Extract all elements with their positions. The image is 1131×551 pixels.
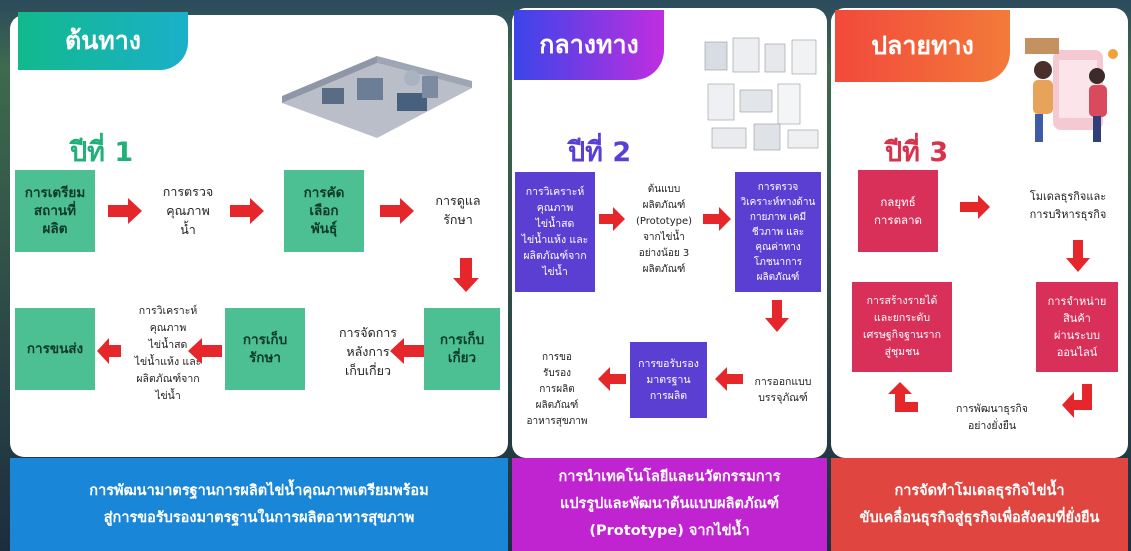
- flow-arrow-down: [1066, 240, 1090, 272]
- flow-arrow-right: [230, 198, 264, 224]
- flow-arrow-right: [960, 195, 990, 219]
- shopping-illustration: [1015, 30, 1125, 148]
- step-box: การวิเคราะห์ คุณภาพ ไข่น้ำสด ไข่น้ำแห้ง …: [515, 172, 595, 292]
- flow-arrow-left: [97, 338, 121, 364]
- flow-arrow-right: [599, 207, 625, 231]
- summary-line-2: ขับเคลื่อนธุรกิจสู่ธุรกิจเพื่อสังคมที่ยั…: [859, 509, 1100, 526]
- step-text: การออกแบบ บรรจุภัณฑ์: [754, 376, 812, 404]
- summary-bar-end: การจัดทำโมเดลธุรกิจไข่น้ำ ขับเคลื่อนธุรก…: [831, 458, 1128, 551]
- summary-line-1: การจัดทำโมเดลธุรกิจไข่น้ำ: [894, 482, 1065, 499]
- year-label: ปีที่ 2: [568, 137, 632, 168]
- summary-line-3: (Prototype) จากไข่น้ำ: [589, 523, 750, 539]
- step-box: การเตรียม สถานที่ ผลิต: [15, 170, 95, 252]
- step-box: การจำหน่าย สินค้า ผ่านระบบ ออนไลน์: [1036, 282, 1118, 372]
- flow-arrow-turn-down-left: [1062, 384, 1092, 418]
- factory-illustration: [262, 48, 490, 148]
- step-text: ต้นแบบ ผลิตภัณฑ์ (Prototype) จากไข่น้ำ อ…: [635, 184, 693, 275]
- year-label: ปีที่ 3: [885, 137, 949, 168]
- column-header-origin: ต้นทาง: [18, 12, 188, 70]
- column-header-end: ปลายทาง: [835, 10, 1010, 82]
- flow-arrow-left: [188, 338, 222, 364]
- summary-line-1: การนำเทคโนโลยีและนวัตกรรมการ: [558, 469, 781, 485]
- step-box: การตรวจ วิเคราะห์ทางด้าน กายภาพ เคมี ชีว…: [735, 172, 821, 292]
- packaging-illustration: [700, 32, 825, 157]
- flow-arrow-right: [380, 198, 414, 224]
- flow-arrow-down: [765, 300, 789, 332]
- step-text: การจัดการ หลังการ เก็บเกี่ยว: [338, 324, 398, 378]
- step-box: การเก็บ เกี่ยว: [424, 308, 500, 390]
- step-text: การพัฒนาธุรกิจ อย่างยั่งยืน: [956, 403, 1028, 432]
- summary-line-1: การพัฒนามาตรฐานการผลิตไข่น้ำคุณภาพเตรียม…: [89, 482, 429, 499]
- step-text: โมเดลธุรกิจและ การบริหารธุรกิจ: [1029, 190, 1107, 221]
- step-box: การคัด เลือก พันธุ์: [284, 170, 364, 252]
- step-text: การดูแล รักษา: [435, 193, 481, 227]
- summary-bar-middle: การนำเทคโนโลยีและนวัตกรรมการ แปรรูปและพั…: [512, 458, 827, 551]
- step-text: การตรวจ คุณภาพ น้ำ: [162, 183, 214, 237]
- flow-arrow-right: [108, 198, 142, 224]
- step-box: การสร้างรายได้ และยกระดับ เศรษฐกิจฐานราก…: [852, 282, 952, 372]
- step-box: การเก็บ รักษา: [225, 308, 305, 390]
- column-header-middle: กลางทาง: [514, 10, 664, 80]
- step-box: การขอรับรอง มาตรฐาน การผลิต: [630, 342, 707, 418]
- summary-line-2: แปรรูปและพัฒนาต้นแบบผลิตภัณฑ์: [560, 496, 779, 512]
- step-text: การวิเคราะห์ คุณภาพ ไข่น้ำสด ไข่น้ำแห้ง …: [134, 305, 202, 402]
- step-text: การขอ รับรอง การผลิต ผลิตภัณฑ์ อาหารสุขภ…: [526, 352, 588, 427]
- summary-bar-origin: การพัฒนามาตรฐานการผลิตไข่น้ำคุณภาพเตรียม…: [10, 458, 508, 551]
- summary-line-2: สู่การขอรับรองมาตรฐานในการผลิตอาหารสุขภา…: [103, 509, 415, 526]
- flow-arrow-left: [390, 338, 424, 364]
- flow-arrow-down: [453, 258, 479, 292]
- flow-arrow-right: [703, 207, 731, 231]
- flow-arrow-left: [598, 367, 626, 391]
- flow-arrow-left: [715, 367, 743, 391]
- step-box: การขนส่ง: [15, 308, 95, 390]
- year-label: ปีที่ 1: [70, 137, 134, 168]
- step-box: กลยุทธ์ การตลาด: [858, 170, 938, 252]
- flow-arrow-turn-up: [888, 382, 918, 412]
